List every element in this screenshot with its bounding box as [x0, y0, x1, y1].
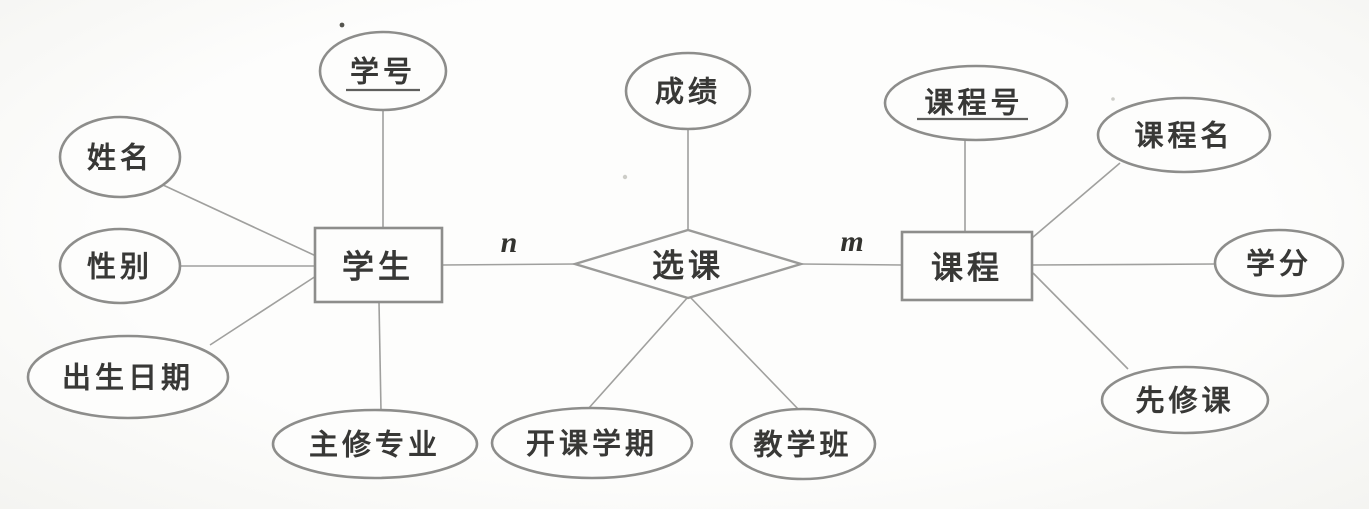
- course-attributes: 课程号 课程名 学分 先修课: [883, 64, 1345, 435]
- attribute-label-xingbie: 性别: [87, 250, 153, 283]
- attribute-label-kaikexueqi: 开课学期: [526, 426, 658, 460]
- attribute-ellipse-zhuxiuzhuanye: [271, 408, 479, 480]
- attribute-label-kechenghao: 课程号: [924, 86, 1023, 119]
- attribute-label-xuehao: 学号: [350, 54, 416, 88]
- attribute-ellipse-chushengriqi: [26, 334, 230, 420]
- scan-speck: [622, 174, 628, 180]
- scan-artifacts: [339, 22, 1115, 180]
- connector-line-enrollment-kaikexueqi: [587, 296, 689, 410]
- relationship-diamond-enrollment: [570, 228, 806, 300]
- attribute-ellipse-xingming: [58, 115, 182, 199]
- attribute-label-kechengming: 课程名: [1134, 119, 1233, 152]
- connector-line-course-xuefen: [1031, 263, 1217, 266]
- attribute-label-xingming: 姓名: [87, 141, 153, 174]
- attribute-ellipse-chengji: [624, 51, 752, 131]
- attribute-label-xuefen: 学分: [1246, 246, 1312, 280]
- attribute-ellipse-xingbie: [58, 227, 182, 305]
- attribute-label-xianxiuke: 先修课: [1135, 384, 1234, 417]
- connectors: [162, 110, 1217, 412]
- scan-speck: [339, 22, 345, 28]
- attribute-label-chushengriqi: 出生日期: [62, 361, 194, 394]
- entity-box-student: [313, 226, 444, 304]
- attribute-ellipse-xuefen: [1213, 228, 1345, 298]
- relationship-attributes: 成绩 开课学期 教学班: [490, 51, 877, 481]
- connector-line-student-enrollment: [441, 263, 577, 266]
- entity-label-course: 课程: [931, 250, 1003, 286]
- entities: 学生 课程: [313, 226, 1034, 304]
- attribute-ellipse-kechenghao: [883, 64, 1069, 142]
- connector-line-enrollment-course: [799, 263, 903, 266]
- attribute-ellipse-kaikexueqi: [490, 406, 694, 480]
- student-attributes: 学号 姓名 性别 出生日期 主修专业: [26, 30, 479, 480]
- connector-line-course-kechengming: [1031, 162, 1121, 239]
- attribute-ellipse-jiaoxueban: [729, 407, 877, 481]
- cardinality-label-n: n: [501, 226, 518, 259]
- connector-line-chushengriqi-student: [209, 275, 317, 346]
- attribute-ellipse-xianxiuke: [1100, 365, 1270, 435]
- scan-speck: [1111, 97, 1115, 101]
- entity-label-student: 学生: [342, 249, 414, 285]
- connector-line-course-xianxiuke: [1032, 272, 1129, 370]
- attribute-ellipse-kechengming: [1096, 96, 1272, 174]
- attribute-label-zhuxiuzhuanye: 主修专业: [309, 428, 441, 461]
- cardinality-labels: n m: [501, 225, 864, 259]
- cardinality-label-m: m: [840, 225, 863, 258]
- connector-line-student-zhuxiuzhuanye: [378, 301, 382, 412]
- relationship-label-enrollment: 选课: [652, 248, 724, 284]
- connector-line-enrollment-jiaoxueban: [689, 296, 801, 412]
- attribute-label-jiaoxueban: 教学班: [753, 427, 852, 461]
- relationship: 选课: [570, 228, 806, 300]
- connector-line-xingming-student: [162, 184, 317, 257]
- entity-box-course: [900, 230, 1034, 302]
- attribute-label-chengji: 成绩: [655, 75, 721, 108]
